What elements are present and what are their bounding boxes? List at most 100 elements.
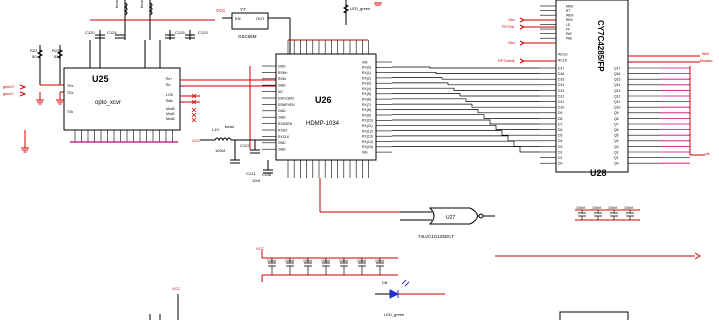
u28-right-pin-label: Q10: [614, 106, 621, 110]
u28-top-pin-label: FF: [566, 27, 570, 31]
u26-to-u28-bus: [392, 66, 540, 153]
cap-label-c124: C124: [107, 30, 117, 35]
u28-chip: [555, 0, 629, 173]
net-label-fifo0: fifo0: [702, 52, 709, 56]
u25-pin-tdx1: TDx: [67, 84, 74, 88]
right-connectors: [495, 55, 705, 260]
r23-value: 50: [54, 54, 59, 59]
y7-out: OUT: [256, 16, 265, 21]
u28-cap-value: 100nf: [576, 206, 585, 210]
u26-left-pin-label: NC: [278, 90, 283, 94]
net-label-gbn-1: Gbn: [508, 18, 515, 22]
u25-pin-mod0: Mod0: [166, 107, 175, 111]
u26-right-pin-label: RX(5): [362, 92, 371, 96]
u28-top-pin-label: RT: [566, 9, 570, 13]
u28-top-pin-label: WEN: [566, 14, 574, 18]
u28-right-pin-label: Q2: [614, 150, 619, 154]
bottom-cap-value: 100nf: [321, 259, 330, 263]
u26-left-pin-label: GND: [278, 116, 286, 120]
cap-label-c122: C122: [240, 143, 250, 148]
u26-left-pin-label: RXDV: [278, 128, 288, 132]
u28-top-pin-label: MRS: [566, 4, 573, 8]
u28-right-pin-label: Q3: [614, 145, 619, 149]
net-label-gbic0n: gbic0-: [3, 91, 15, 96]
u25-pin-rxn: Rx-: [166, 83, 172, 87]
u27-value: 74LVC1G125DCT: [418, 234, 454, 239]
cap-label-c121: C121: [246, 171, 256, 176]
u26-left-pin-label: ESMPXEN: [278, 103, 295, 107]
bottom-cap-rails: [261, 250, 398, 282]
bottom-cap-value: 100nf: [357, 259, 366, 263]
cap-value-1: 100nf: [215, 148, 226, 153]
u26-right-pin-label: RX(0): [362, 66, 371, 70]
led-d8: [375, 279, 445, 299]
u28-cap-value: 100nf: [592, 206, 601, 210]
u28-bottom-caps: [575, 209, 640, 221]
u25-pin-mod1: Mod1: [166, 112, 175, 116]
bottom-cap-value: 100nf: [303, 259, 312, 263]
u28-right-pin-label: Q8: [614, 117, 619, 121]
net-label-bottom-right: clk: [705, 152, 710, 156]
u28-top-pin-label: REN: [566, 18, 573, 22]
u28-top-pin-label: PAE: [566, 37, 572, 41]
r22-ref: R22: [30, 48, 38, 53]
u25-value: opto_xcvr: [95, 100, 121, 106]
u26-bottom-pins: [287, 160, 400, 213]
u28-right-pin-label: Q6: [614, 128, 619, 132]
u26-u28-bus-wire: [392, 124, 540, 130]
u28-right-pin-label: Q15: [614, 78, 621, 82]
u28-right-pin-label: Q16: [614, 72, 621, 76]
led-green-label: LED_green: [350, 6, 370, 11]
u28-right-pin-label: Q1: [614, 156, 619, 160]
u26-left-pin-label: RXDSEN: [278, 122, 293, 126]
u26-left-pin-label: GND: [278, 64, 286, 68]
u28-left-pins: D17D16D15D14D13D12D11D10D9D8D7D6D5D4D3D2…: [540, 52, 569, 166]
u26-right-pin-label: RX(2): [362, 76, 371, 80]
bottom-left-ground: [149, 294, 179, 320]
u28-ref: U28: [590, 168, 607, 178]
u26-left-pin-label: GND: [278, 109, 286, 113]
u28-left-pin-label: D8: [558, 117, 562, 121]
u26-top-pins: [287, 39, 369, 54]
u28-right-pin-label: Q0: [614, 162, 619, 166]
no-connect-marks-u25: [191, 93, 197, 123]
u25-bottom-pins: [70, 130, 178, 143]
u28-left-pin-label: D14: [558, 83, 564, 87]
u28-ctl-pin-label: WCLK: [558, 52, 569, 56]
u26-u28-bus-wire: [392, 66, 540, 69]
u26-right-pins: VIBRX(0)RX(1)RX(2)RX(3)RX(4)RX(5)RX(6)RX…: [362, 60, 392, 155]
l19-bead-label: bead: [225, 124, 234, 129]
cap-label-c116: C116: [262, 172, 272, 177]
u26-u28-bus-wire: [392, 130, 540, 136]
vcc-label-l19: VCC: [192, 138, 201, 143]
net-arrows-left: [19, 84, 27, 97]
r22-value: 50: [32, 54, 37, 59]
u28-right-pin-label: Q7: [614, 122, 619, 126]
u26-right-pin-label: VIB: [362, 60, 368, 64]
u28-left-pin-label: D10: [558, 106, 564, 110]
u26-right-pin-label: RX(12): [362, 129, 373, 133]
u26-right-pin-label: RX(8): [362, 108, 371, 112]
bottom-cap-value: 100nf: [339, 259, 348, 263]
u26-right-pin-label: RX(15): [362, 145, 373, 149]
net-label-fifordclk: FIFOrdclk: [498, 59, 515, 63]
u25-pin-txk: TXk: [67, 110, 73, 114]
u26-right-pin-label: RX(7): [362, 103, 371, 107]
u28-left-pin-label: D12: [558, 94, 564, 98]
u28-right-pin-label: Q5: [614, 134, 619, 138]
u26-right-pin-label: RX(4): [362, 87, 371, 91]
svg-text:bead: bead: [139, 0, 144, 8]
u25-pin-rdiv: Rdiv: [166, 99, 173, 103]
u26-right-pin-label: RX(10): [362, 119, 373, 123]
u28-right-pin-label: Q13: [614, 89, 621, 93]
u28-cap-value: 100nf: [624, 206, 633, 210]
u28-left-pin-label: D9: [558, 111, 562, 115]
u26-u28-bus-wire: [392, 114, 540, 119]
vcc-label-bottom: VCC: [256, 246, 265, 251]
bottom-cap-value: 100nf: [375, 259, 384, 263]
net-label-gbic0p: gbic0+: [3, 84, 16, 89]
u26-u28-bus-wire: [392, 71, 540, 74]
u26-right-pin-label: RX(6): [362, 98, 371, 102]
